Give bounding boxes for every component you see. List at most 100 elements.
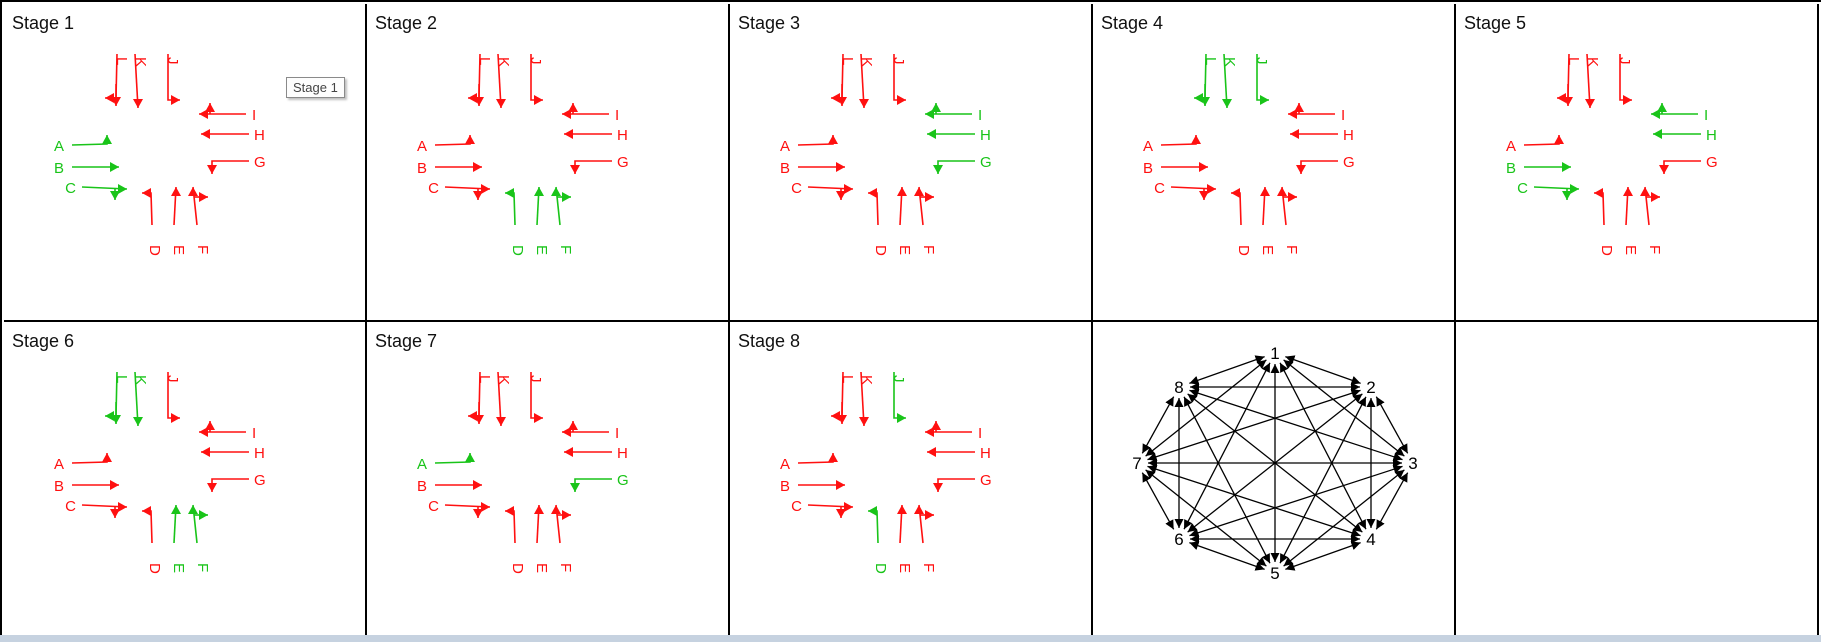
movement-label-g: G: [254, 154, 266, 171]
movement-a: A: [54, 135, 112, 155]
movement-f: F: [188, 504, 211, 572]
movement-label-a: A: [417, 138, 427, 155]
movement-k: K: [858, 53, 875, 109]
movement-label-g: G: [617, 154, 629, 171]
movement-b: B: [780, 160, 845, 177]
movement-label-l: L: [476, 375, 493, 383]
movement-label-l: L: [839, 57, 856, 65]
movement-label-i: I: [1341, 107, 1345, 124]
movement-b: B: [54, 160, 119, 177]
movement-a: A: [780, 453, 838, 473]
movement-c: C: [65, 498, 128, 518]
movement-i: I: [199, 421, 256, 442]
movement-label-j: J: [890, 375, 907, 383]
movement-a: A: [1143, 135, 1201, 155]
graph-edge-1-4: [1279, 362, 1367, 530]
graph-edge-1-8: [1189, 355, 1265, 385]
movement-e: E: [1259, 186, 1276, 255]
movement-k: K: [1221, 53, 1238, 109]
movement-label-k: K: [858, 57, 875, 67]
movement-label-c: C: [65, 180, 76, 197]
movement-d: D: [505, 188, 526, 256]
movement-label-k: K: [858, 375, 875, 385]
movement-label-k: K: [495, 375, 512, 385]
graph-node-3: 3: [1408, 454, 1417, 473]
movement-g: G: [570, 154, 629, 174]
movement-label-f: F: [557, 245, 574, 254]
movement-label-f: F: [1283, 245, 1300, 254]
movement-label-a: A: [780, 138, 790, 155]
movement-j: J: [164, 54, 181, 105]
graph-node-4: 4: [1366, 530, 1375, 549]
movement-label-g: G: [980, 472, 992, 489]
movement-a: A: [54, 453, 112, 473]
movement-h: H: [1653, 127, 1717, 144]
movement-e: E: [1622, 186, 1639, 255]
movement-b: B: [1506, 160, 1571, 177]
movement-label-d: D: [1235, 245, 1252, 256]
movement-label-h: H: [617, 127, 628, 144]
movement-label-b: B: [1143, 160, 1153, 177]
movement-d: D: [505, 506, 526, 574]
movement-f: F: [551, 504, 574, 572]
movement-label-i: I: [252, 425, 256, 442]
movement-label-e: E: [1259, 245, 1276, 255]
graph-edge-1-6: [1183, 362, 1271, 530]
movement-k: K: [858, 371, 875, 427]
movement-label-j: J: [164, 57, 181, 65]
movement-label-g: G: [1706, 154, 1718, 171]
movement-k: K: [132, 53, 149, 109]
movement-g: G: [570, 472, 629, 492]
movement-label-d: D: [146, 245, 163, 256]
movement-label-f: F: [920, 563, 937, 572]
movement-j: J: [890, 372, 907, 423]
movement-h: H: [564, 127, 628, 144]
movement-e: E: [533, 504, 550, 573]
movement-label-k: K: [1221, 57, 1238, 67]
movement-g: G: [207, 154, 266, 174]
movement-a: A: [417, 135, 475, 155]
movement-d: D: [868, 188, 889, 256]
movement-label-l: L: [1202, 57, 1219, 65]
movement-f: F: [914, 186, 937, 254]
movement-e: E: [533, 186, 550, 255]
movement-label-i: I: [615, 425, 619, 442]
movement-label-g: G: [254, 472, 266, 489]
movement-c: C: [791, 180, 854, 200]
movement-label-f: F: [194, 245, 211, 254]
empty-cell: [1456, 322, 1819, 637]
movement-g: G: [1659, 154, 1718, 174]
movement-label-d: D: [872, 563, 889, 574]
movement-k: K: [1584, 53, 1601, 109]
stage-title: Stage 8: [738, 331, 801, 351]
movement-h: H: [927, 127, 991, 144]
movement-label-e: E: [896, 563, 913, 573]
movement-h: H: [927, 445, 991, 462]
movement-label-g: G: [980, 154, 992, 171]
movement-i: I: [562, 421, 619, 442]
movement-f: F: [1640, 186, 1663, 254]
stage-title: Stage 7: [375, 331, 438, 351]
movement-label-e: E: [1622, 245, 1639, 255]
movement-label-e: E: [170, 563, 187, 573]
movement-label-l: L: [113, 375, 130, 383]
movement-f: F: [188, 186, 211, 254]
movement-j: J: [527, 372, 544, 423]
graph-node-6: 6: [1174, 530, 1183, 549]
movement-label-b: B: [417, 478, 427, 495]
movement-b: B: [54, 478, 119, 495]
movement-f: F: [551, 186, 574, 254]
movement-i: I: [1288, 103, 1345, 124]
movement-label-c: C: [65, 498, 76, 515]
movement-i: I: [562, 103, 619, 124]
